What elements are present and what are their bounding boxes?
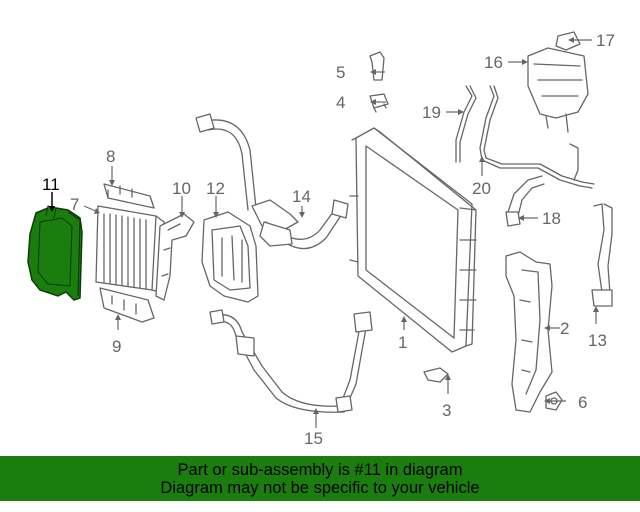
callout-3[interactable]: 3: [442, 401, 451, 420]
callout-20[interactable]: 20: [472, 179, 491, 198]
part-2-side-bracket[interactable]: [505, 251, 553, 413]
part-20-hose[interactable]: [479, 85, 595, 189]
callout-4[interactable]: 4: [336, 93, 345, 112]
callout-16[interactable]: 16: [484, 53, 503, 72]
part-17-cap[interactable]: [555, 31, 581, 51]
part-1-radiator[interactable]: [349, 127, 477, 353]
callout-7[interactable]: 7: [70, 195, 79, 214]
info-banner: Part or sub-assembly is #11 in diagram D…: [0, 456, 640, 501]
part-16-expansion-tank[interactable]: [527, 47, 589, 133]
part-7-aux-cooler[interactable]: [95, 205, 165, 293]
part-4-clip[interactable]: [369, 93, 389, 113]
banner-line-2: Diagram may not be specific to your vehi…: [160, 479, 480, 497]
callout-13[interactable]: 13: [588, 331, 607, 350]
callout-14[interactable]: 14: [292, 187, 311, 206]
part-15-lower-hose[interactable]: [209, 309, 373, 413]
arrow-heads: [49, 37, 599, 414]
callout-10[interactable]: 10: [172, 179, 191, 198]
part-12-shroud-panel[interactable]: [201, 211, 259, 303]
callout-15[interactable]: 15: [304, 429, 323, 448]
part-9-bracket[interactable]: [99, 287, 155, 323]
callout-19[interactable]: 19: [422, 103, 441, 122]
part-8-bracket[interactable]: [103, 183, 155, 209]
callout-17[interactable]: 17: [596, 31, 615, 50]
part-11-shroud[interactable]: [27, 205, 83, 301]
part-10-bracket[interactable]: [155, 213, 195, 301]
callout-8[interactable]: 8: [106, 147, 115, 166]
part-14-upper-hose[interactable]: [195, 113, 349, 250]
callout-1[interactable]: 1: [398, 333, 407, 352]
callout-5[interactable]: 5: [336, 63, 345, 82]
callout-2[interactable]: 2: [560, 319, 569, 338]
part-19-hose[interactable]: [455, 85, 477, 163]
part-13-hose[interactable]: [591, 203, 613, 307]
part-3-small-bracket[interactable]: [423, 367, 449, 383]
part-5-plug[interactable]: [369, 51, 385, 81]
part-18-elbow-hose[interactable]: [505, 175, 545, 227]
callout-6[interactable]: 6: [578, 393, 587, 412]
callout-18[interactable]: 18: [542, 209, 561, 228]
banner-line-1: Part or sub-assembly is #11 in diagram: [177, 461, 463, 479]
callout-12[interactable]: 12: [206, 179, 225, 198]
parts-diagram: 1 2 3 4 5 6 7 8 9 10 11 12 13 14 15 16 1…: [27, 31, 615, 448]
callout-11[interactable]: 11: [42, 175, 60, 194]
callout-9[interactable]: 9: [112, 337, 121, 356]
